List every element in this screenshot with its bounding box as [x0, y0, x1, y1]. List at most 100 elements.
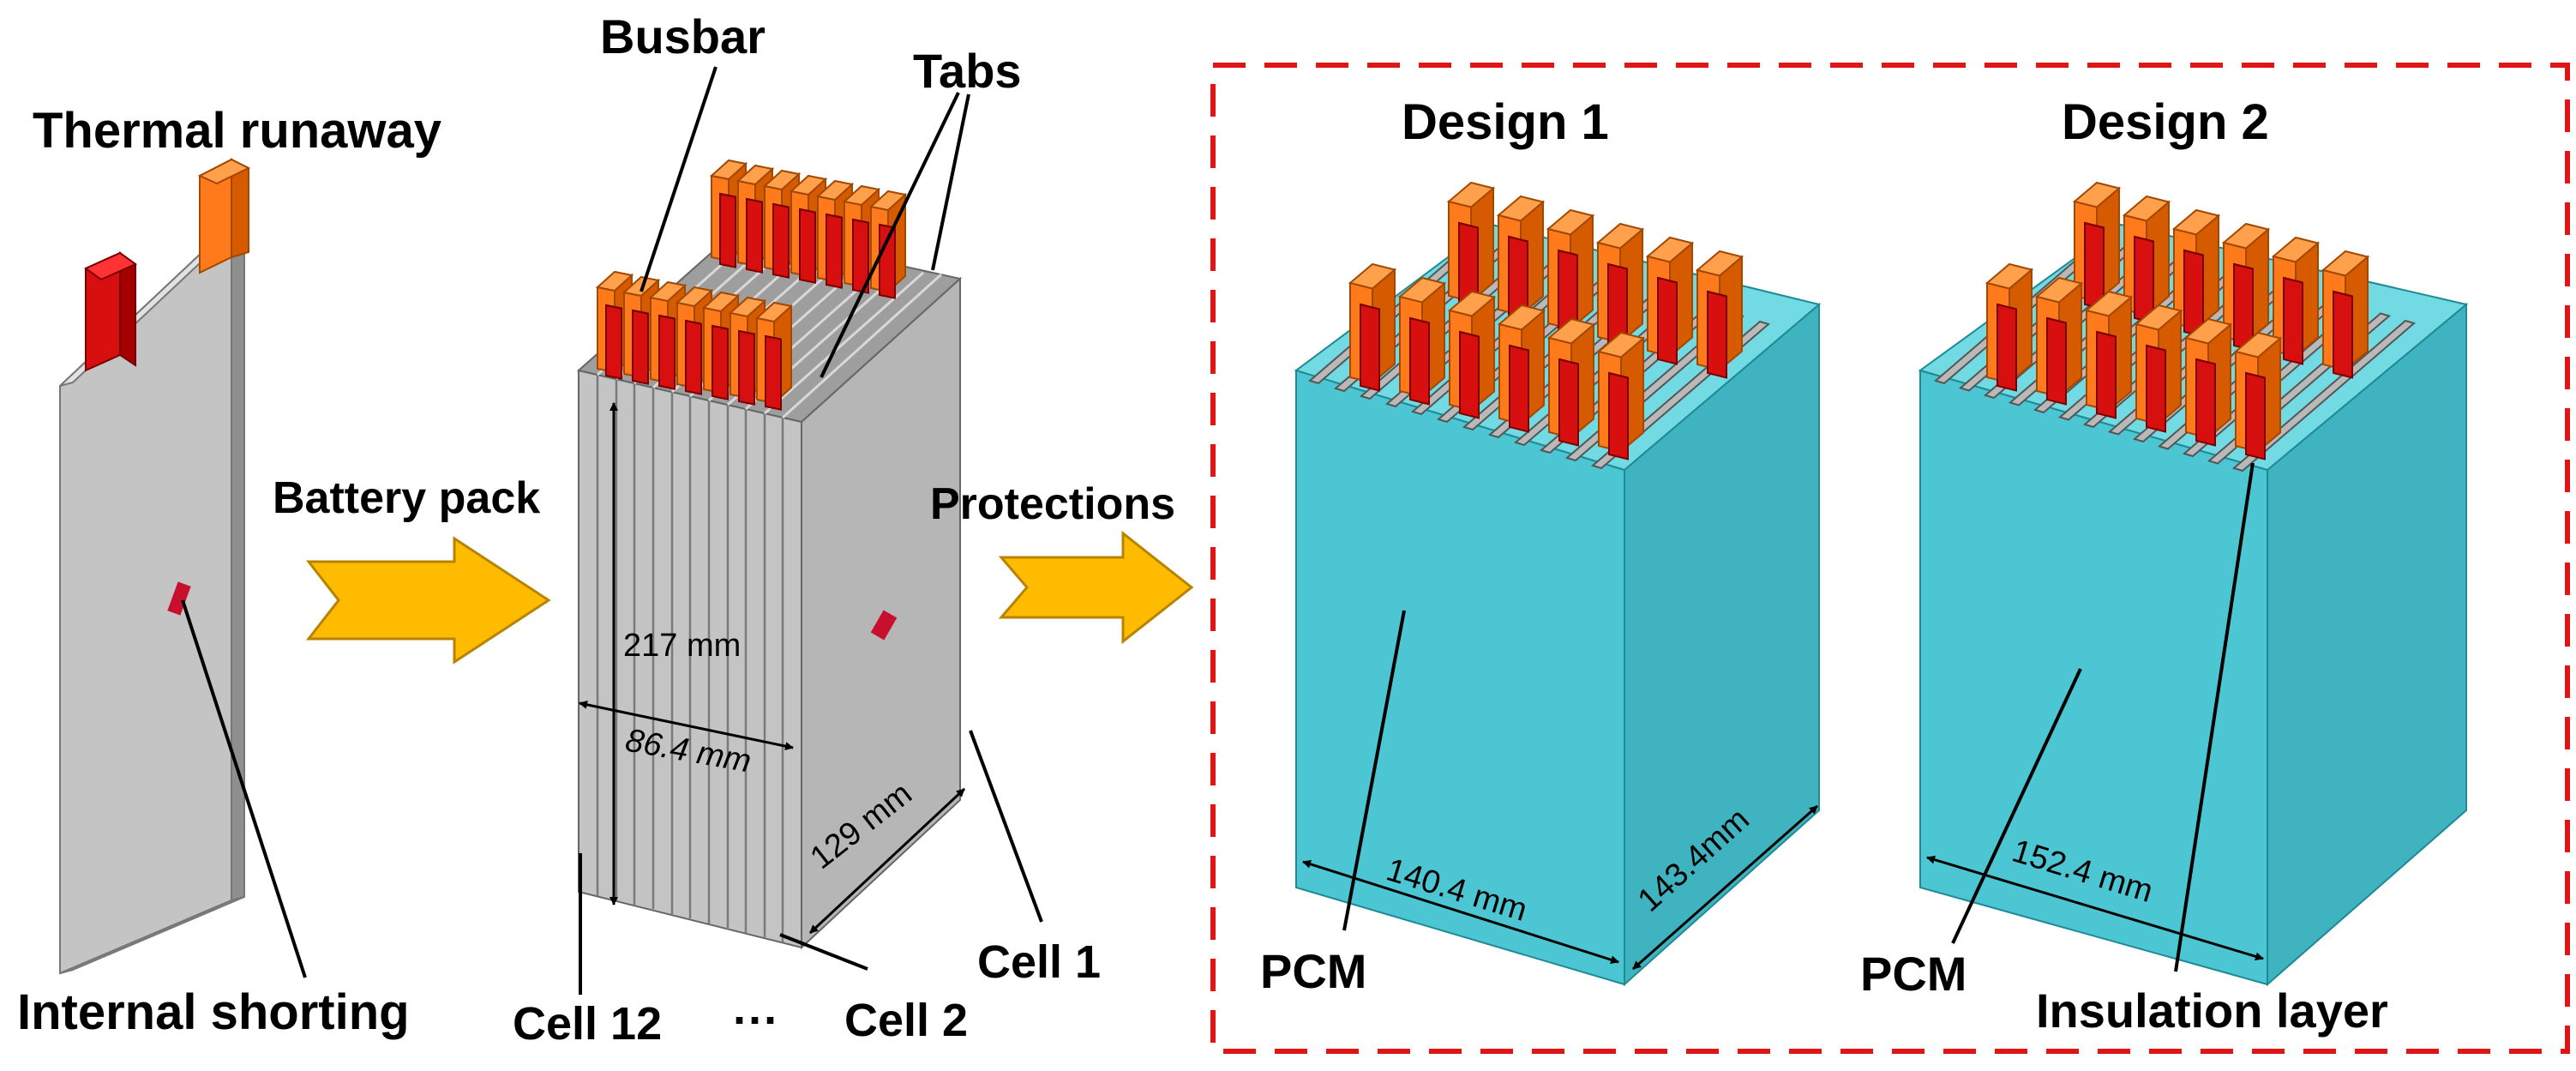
pack-tab-r-0-4-front	[826, 213, 843, 289]
pack-tab-r-0-3-front	[799, 208, 816, 284]
height-dimension: 217 mm	[623, 628, 741, 664]
pcm2-label: PCM	[1860, 947, 1967, 1001]
d2-tabs-r-1-4-front	[2195, 358, 2216, 447]
pack-tab-r-0-4-top	[826, 214, 843, 219]
internal-shorting-label: Internal shorting	[17, 984, 410, 1040]
d2-tabs-o-0-1-top	[2122, 195, 2171, 222]
pack-tab-r-1-1-top	[632, 310, 649, 315]
pack-tab-o-0-6-top	[868, 190, 908, 212]
d1-tabs-o-0-4-top	[1645, 236, 1695, 263]
d2-tabs-o-0-5-top	[2321, 250, 2370, 277]
pack-tab-r-1-4-front	[712, 324, 729, 400]
d1-tabs-o-1-5-top	[1596, 331, 1646, 358]
tabs-leader-line-1	[931, 93, 970, 271]
cell2-leader-line	[779, 933, 868, 971]
d1-tabs-r-1-3-top	[1509, 345, 1529, 352]
d1-tabs-r-1-4-top	[1558, 358, 1579, 365]
d2-tabs-r-1-1-top	[2046, 317, 2067, 324]
d2-tabs-r-1-3-top	[2146, 345, 2166, 352]
pack-tab-r-0-0-front	[719, 192, 736, 268]
shorting-spot-single	[167, 581, 191, 616]
d1-tabs-r-1-2-front	[1459, 330, 1480, 419]
d1-tabs-r-1-5-top	[1608, 372, 1629, 379]
positive-tab	[197, 158, 251, 274]
d2-tabs-r-0-5-top	[2333, 291, 2353, 298]
d2-tabs-o-1-3-top	[2134, 304, 2183, 331]
shorting-spot-pack	[870, 610, 898, 641]
design1-depth-arrow	[1632, 804, 1818, 971]
width-arrow	[579, 700, 794, 751]
shorting-leader-line	[181, 599, 307, 978]
pack-tab-r-0-0-top	[719, 193, 736, 198]
d2-tabs-r-0-0-top	[2084, 222, 2105, 229]
d1-tabs-r-0-2-top	[1558, 250, 1578, 256]
pack-tab-o-0-0-top	[709, 159, 748, 181]
pack-tab-r-1-6-top	[765, 335, 782, 340]
d1-tabs-o-0-1-top	[1496, 195, 1546, 222]
pack-tab-r-1-2-front	[658, 314, 676, 390]
d1-tabs-r-0-4-top	[1657, 277, 1678, 284]
cell1-label: Cell 1	[977, 936, 1101, 988]
d1-tabs-r-1-4-front	[1558, 358, 1579, 447]
d2-tabs-r-0-3-front	[2233, 262, 2254, 352]
d2-tabs-o-0-3-top	[2221, 222, 2271, 250]
d2-tabs-r-1-0-top	[1997, 304, 2017, 310]
d1-tabs-r-0-1-top	[1508, 236, 1528, 243]
pack-tab-r-0-2-front	[772, 202, 790, 279]
d1-tabs-r-0-5-top	[1707, 291, 1727, 298]
pack-tab-r-1-0-top	[605, 304, 622, 310]
d1-tabs-r-0-5-front	[1707, 290, 1727, 379]
pack-tab-r-1-4-top	[712, 325, 729, 330]
pcm1-leader-line	[1342, 610, 1406, 931]
d2-tabs-r-0-1-front	[2134, 235, 2154, 324]
pack-tab-r-1-0-front	[605, 304, 622, 380]
d1-tabs-o-0-0-top	[1446, 181, 1496, 208]
d2-tabs-r-0-2-front	[2183, 249, 2204, 338]
d1-tabs-o-0-5-top	[1695, 250, 1744, 277]
pack-tab-o-0-1-top	[736, 164, 775, 186]
d2-tabs-r-0-4-front	[2283, 276, 2303, 365]
pack-tab-r-0-5-top	[852, 219, 869, 224]
d1-tabs-r-0-4-front	[1657, 276, 1678, 365]
insulation-layer-label: Insulation layer	[2036, 984, 2388, 1038]
pack-tab-r-0-1-top	[746, 198, 763, 203]
insulation-leader-line	[2174, 462, 2255, 972]
pcm2-leader-line	[1951, 668, 2082, 944]
d2-tabs-r-0-4-top	[2283, 277, 2303, 284]
pack-tab-r-1-5-front	[738, 329, 755, 406]
d1-tabs-r-1-5-front	[1608, 371, 1629, 460]
pack-tab-o-1-5-top	[728, 296, 767, 318]
pack-tab-o-0-2-top	[762, 169, 802, 191]
ellipsis-label: ···	[733, 995, 779, 1046]
pack-tab-r-1-3-front	[685, 319, 702, 395]
pack-tab-o-1-2-top	[648, 280, 688, 303]
d2-tabs-o-1-0-top	[1985, 262, 2034, 290]
pack-tab-r-0-3-top	[799, 208, 816, 214]
pack-tab-o-1-3-top	[675, 286, 714, 308]
pack-tab-r-0-2-top	[772, 203, 790, 208]
busbar-leader-line	[639, 66, 718, 292]
d1-tabs-o-0-3-top	[1595, 222, 1645, 250]
d1-tabs-r-0-0-top	[1458, 222, 1479, 229]
d2-tabs-r-0-0-front	[2084, 221, 2105, 310]
d1-tabs-r-1-1-front	[1409, 316, 1430, 406]
d1-tabs-r-1-0-top	[1360, 304, 1380, 310]
negative-tab	[84, 251, 137, 372]
d1-tabs-o-1-1-top	[1397, 276, 1447, 304]
design1-tabs	[1348, 181, 1744, 460]
d1-tabs-o-1-3-top	[1497, 304, 1546, 331]
tabs-leader-line-2	[820, 92, 960, 378]
d2-tabs-o-1-1-top	[2034, 276, 2084, 304]
design2-tabs	[1985, 181, 2370, 460]
pack-tab-r-1-2-top	[658, 315, 676, 320]
pack-tab-r-1-3-top	[685, 320, 702, 325]
pack-tab-r-0-1-front	[746, 197, 763, 274]
pack-tab-r-0-6-front	[879, 223, 896, 299]
d2-tabs-r-1-0-front	[1997, 303, 2017, 392]
pack-tab-o-1-4-top	[701, 291, 741, 313]
d2-tabs-r-1-5-front	[2245, 371, 2266, 460]
d1-tabs-o-1-4-top	[1546, 317, 1596, 345]
d1-tabs-r-1-2-top	[1459, 331, 1480, 338]
d2-tabs-o-0-2-top	[2171, 208, 2221, 236]
busbar-label: Busbar	[600, 9, 766, 63]
